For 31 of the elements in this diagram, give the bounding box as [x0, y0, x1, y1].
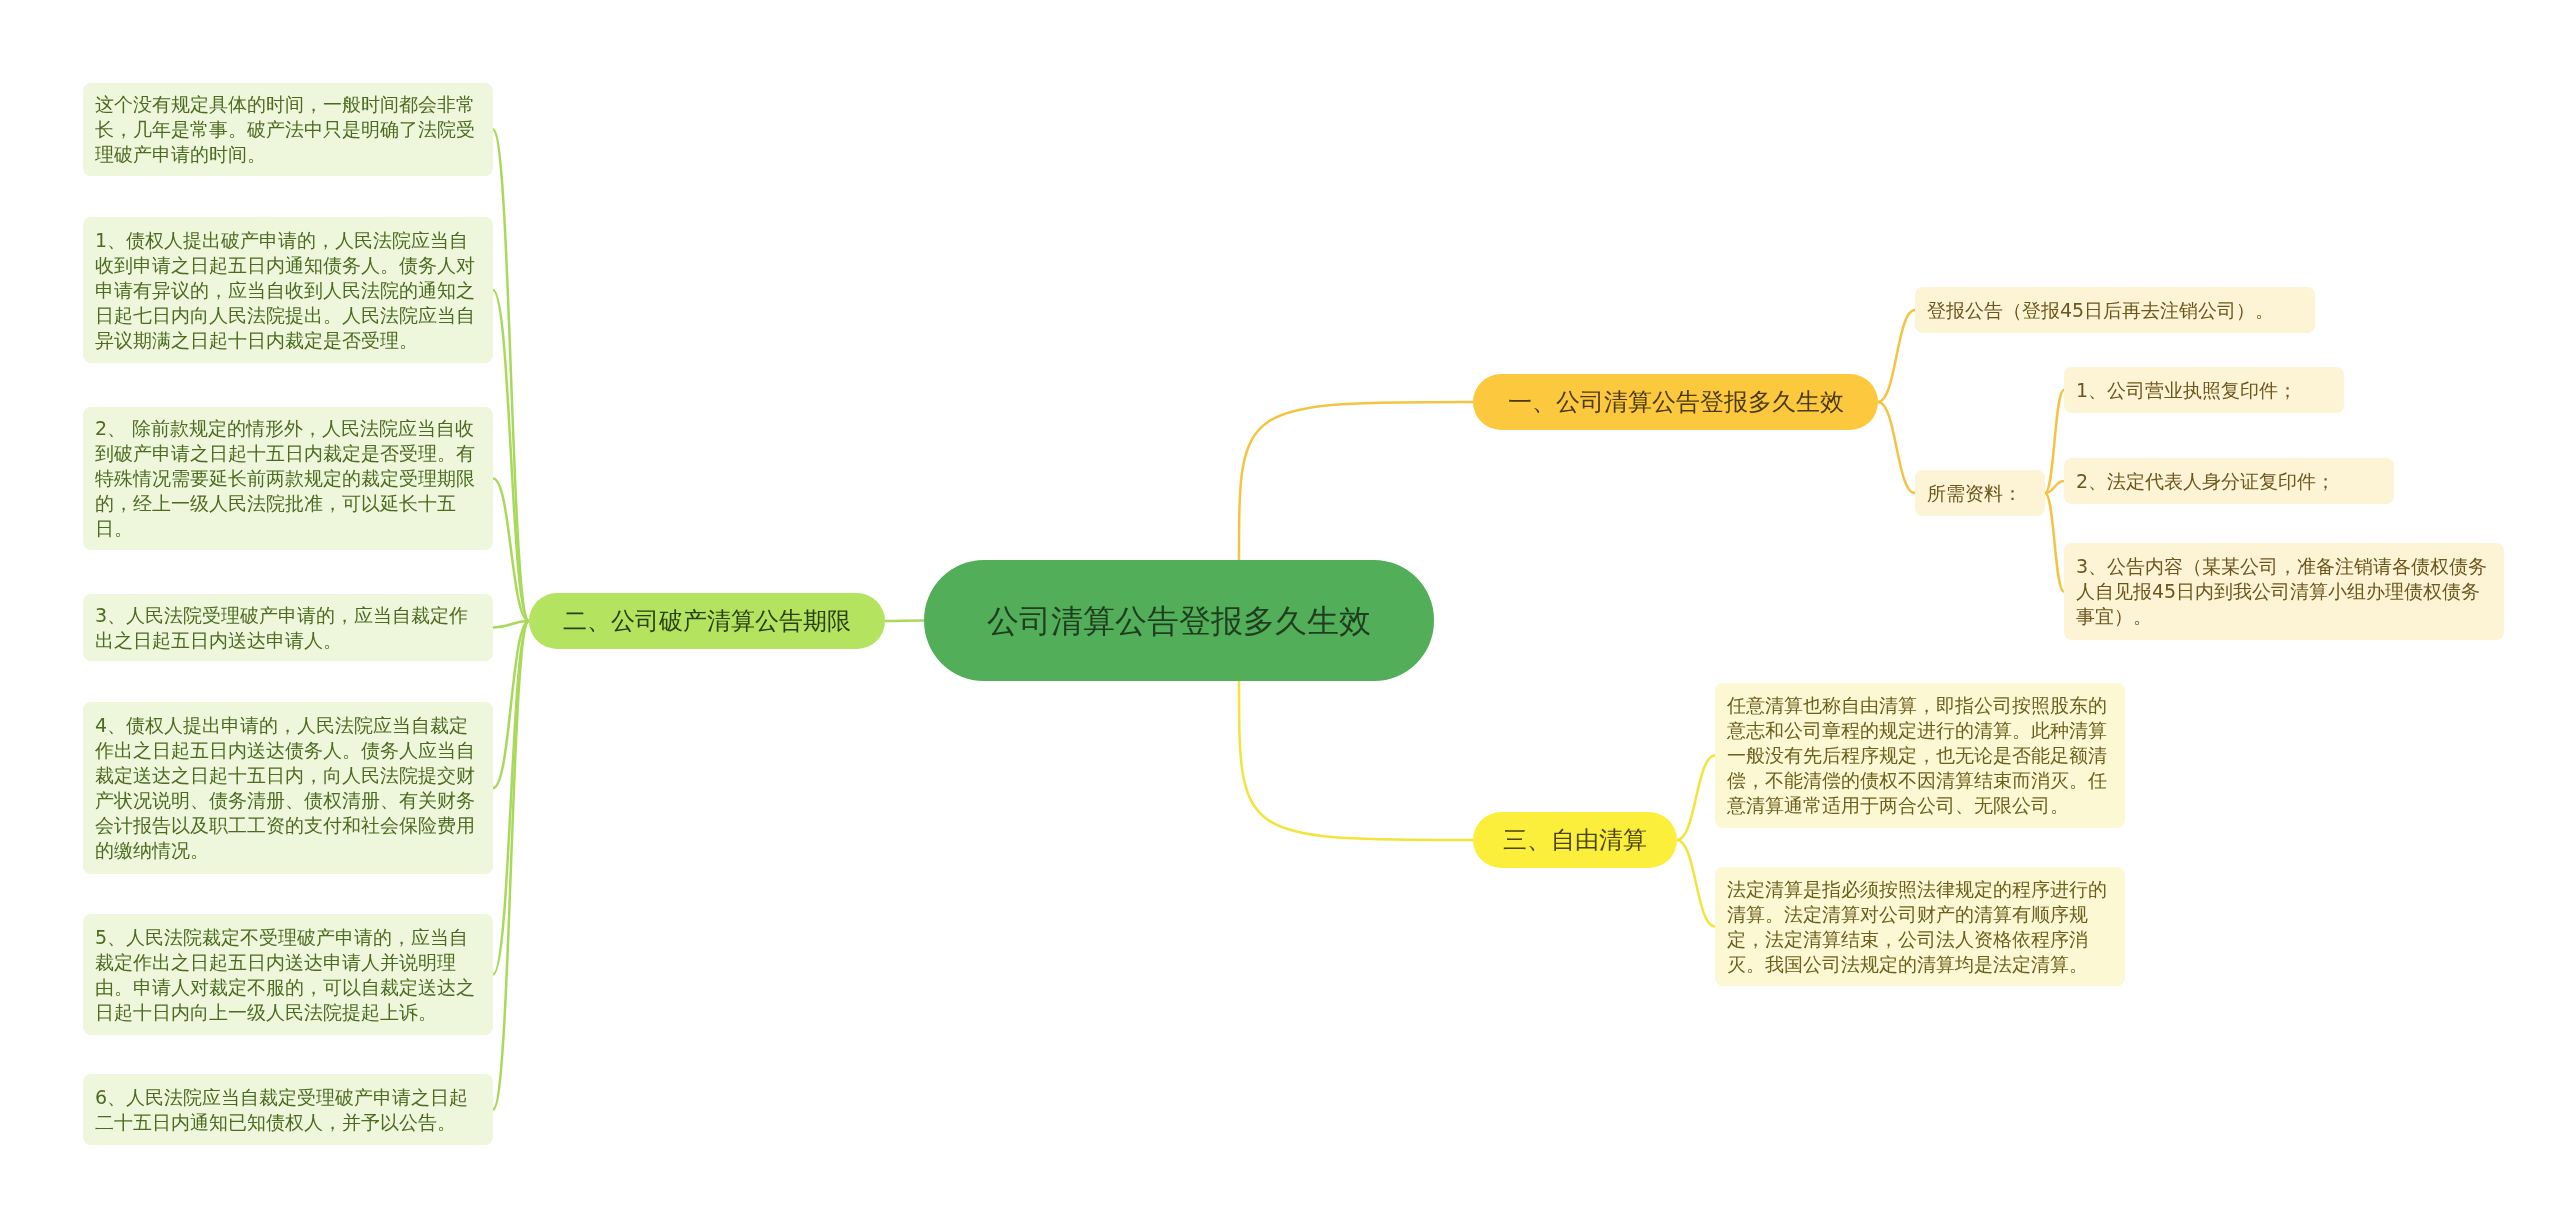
branch-topic: 三、自由清算 [1473, 812, 1677, 868]
connector-line [1676, 838, 1716, 928]
topic-box: 法定清算是指必须按照法律规定的程序进行的清算。法定清算对公司财产的清算有顺序规定，法定清算结束，公司法人资格依程序消灭。我国公司法规定的清算均是法定清算。 [1715, 867, 2125, 986]
connector-line [2044, 479, 2065, 495]
connector-line [491, 620, 531, 1110]
topic-box: 3、人民法院受理破产申请的，应当自裁定作出之日起五日内送达申请人。 [83, 594, 493, 661]
connector-line [491, 289, 531, 622]
connector-line [2044, 389, 2065, 494]
topic-box: 5、人民法院裁定不受理破产申请的，应当自裁定作出之日起五日内送达申请人并说明理由。申请人对裁定不服的，可以自裁定送达之日起十日内向上一级人民法院提起上诉。 [83, 914, 493, 1035]
topic-box: 6、人民法院应当自裁定受理破产申请之日起二十五日内通知已知债权人，并予以公告。 [83, 1074, 493, 1145]
topic-box: 登报公告（登报45日后再去注销公司）。 [1915, 287, 2315, 333]
connector-line [2044, 492, 2065, 593]
connector-line [1877, 308, 1916, 404]
branch-topic: 二、公司破产清算公告期限 [529, 593, 885, 649]
topic-box: 所需资料： [1915, 470, 2045, 516]
topic-box: 4、债权人提出申请的，人民法院应当自裁定作出之日起五日内送达债务人。债务人应当自裁定送达之日起十五日内，向人民法院提交财产状况说明、债务清册、债权清册、有关财务会计报告以及职工工资的支付和社会保险费用的缴纳情况。 [83, 702, 493, 874]
topic-box: 2、法定代表人身分证复印件； [2064, 458, 2394, 504]
topic-box: 1、债权人提出破产申请的，人民法院应当自收到申请之日起五日内通知债务人。债务人对申请有异议的，应当自收到人民法院的通知之日起七日内向人民法院提出。人民法院应当自异议期满之日起十日内裁定是否受理。 [83, 217, 493, 363]
topic-box: 3、公告内容（某某公司，准备注销请各债权债务人自见报45日内到我公司清算小组办理债权债务事宜）。 [2064, 543, 2504, 640]
connector-line [1237, 400, 1473, 560]
connector-line [885, 619, 924, 623]
topic-box: 任意清算也称自由清算，即指公司按照股东的意志和公司章程的规定进行的清算。此种清算一般没有先后程序规定，也无论是否能足额清偿，不能清偿的债权不因清算结束而消灭。任意清算通常适用于两合公司、无限公司。 [1715, 683, 2125, 828]
branch-topic: 一、公司清算公告登报多久生效 [1473, 374, 1878, 430]
connector-line [1237, 681, 1473, 842]
connector-line [1676, 754, 1716, 842]
topic-box: 1、公司营业执照复印件； [2064, 367, 2344, 413]
connector-line [491, 620, 531, 976]
central-topic: 公司清算公告登报多久生效 [924, 560, 1434, 681]
connector-line [1877, 400, 1916, 495]
topic-box: 这个没有规定具体的时间，一般时间都会非常长，几年是常事。破产法中只是明确了法院受理破产申请的时间。 [83, 83, 493, 176]
topic-box: 2、 除前款规定的情形外，人民法院应当自收到破产申请之日起十五日内裁定是否受理。有特殊情况需要延长前两款规定的裁定受理期限的，经上一级人民法院批准，可以延长十五日。 [83, 407, 493, 550]
